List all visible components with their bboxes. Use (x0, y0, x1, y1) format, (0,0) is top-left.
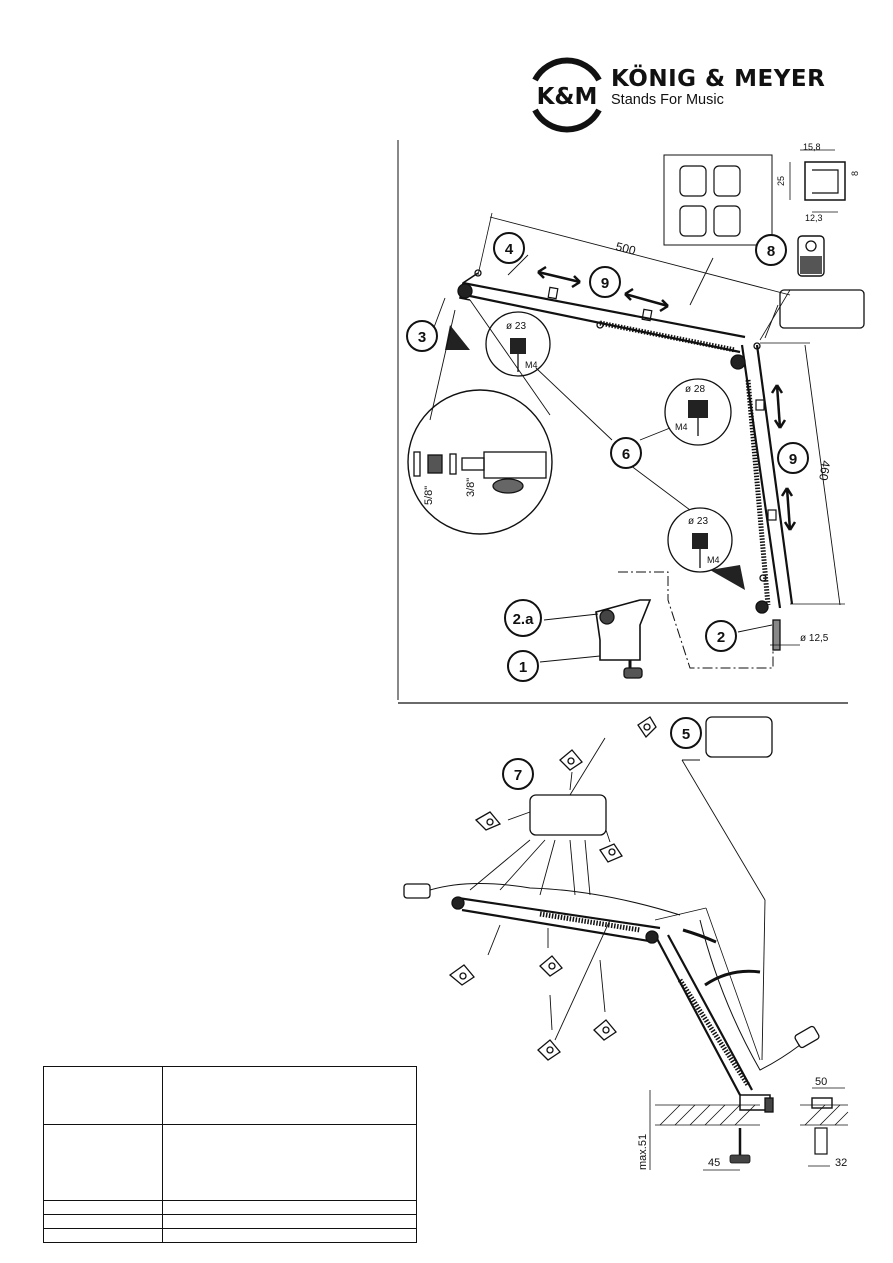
svg-text:2.a: 2.a (513, 611, 535, 628)
table-top: max.51 45 (637, 1090, 760, 1171)
dim-clip-d: 8 (850, 171, 860, 176)
swivel-arrows (682, 928, 761, 987)
brand-tagline: Stands For Music (611, 92, 724, 108)
dim-clamp-depth: 45 (708, 1157, 720, 1169)
svg-text:1: 1 (519, 659, 527, 676)
callout-3: 3 (406, 320, 438, 352)
callout-1: 1 (507, 650, 539, 682)
table-cell (162, 1124, 417, 1201)
km-monogram-icon: K&M (532, 57, 602, 133)
table-row (43, 1066, 417, 1125)
table-row (43, 1200, 417, 1215)
callout-2a: 2.a (504, 599, 542, 637)
callout-5: 5 (670, 717, 702, 749)
dim-clamp-max: max.51 (637, 1134, 649, 1170)
dim-clip-w: 15,8 (803, 142, 821, 152)
table-cell (43, 1200, 163, 1215)
svg-text:6: 6 (622, 446, 630, 463)
svg-text:4: 4 (505, 241, 514, 258)
callout-9a: 9 (589, 266, 621, 298)
dim-knob1-thread: M4 (525, 360, 538, 370)
knob-detail-2: ø 28 M4 (664, 378, 732, 446)
table-row (43, 1228, 417, 1243)
spec-table (43, 1066, 417, 1243)
knob-detail-1: ø 23 M4 (485, 311, 551, 377)
logo-monogram: K&M (537, 84, 598, 110)
clip-profile (804, 161, 846, 201)
dim-pin-dia: ø 12,5 (800, 633, 829, 644)
svg-text:9: 9 (789, 451, 797, 468)
adjust-arrows (537, 265, 797, 531)
dim-line-500 (489, 216, 791, 296)
svg-text:7: 7 (514, 767, 522, 784)
table-cell (43, 1214, 163, 1229)
mounted-arm (403, 882, 820, 1113)
table-cell (162, 1066, 417, 1125)
callout-4: 4 (493, 232, 525, 264)
dim-knob2-thread: M4 (675, 422, 688, 432)
dim-thread-a: 5/8" (423, 486, 435, 505)
thread-detail: 5/8" 3/8" (407, 299, 553, 535)
callout-2: 2 (705, 620, 737, 652)
clamp-section: 50 32 (800, 1076, 849, 1169)
svg-text:8: 8 (767, 243, 775, 260)
brand-logo: K&M (527, 50, 847, 140)
callout-6: 6 (610, 437, 642, 469)
svg-text:3: 3 (418, 329, 426, 346)
clip-detail-box (663, 154, 773, 246)
table-cell (162, 1214, 417, 1229)
knob-detail-3: ø 23 M4 (667, 507, 733, 573)
mount-leaders (469, 737, 766, 1061)
lower-arm (730, 342, 794, 614)
upper-arm (457, 269, 746, 354)
table-row (43, 1124, 417, 1201)
table-cell (43, 1066, 163, 1125)
dim-clip-h: 25 (776, 176, 786, 186)
table-cell (162, 1200, 417, 1215)
brand-name: KÖNIG & MEYER (611, 66, 826, 92)
dim-line-460 (804, 344, 841, 606)
dim-arm-length: 500 (614, 239, 637, 258)
note-box-5 (705, 716, 773, 758)
dim-knob3-dia: ø 23 (688, 516, 708, 527)
table-cell (162, 1228, 417, 1243)
dim-knob3-thread: M4 (707, 555, 720, 565)
mount-adapters (448, 716, 657, 1061)
svg-text:2: 2 (717, 629, 725, 646)
dim-thread-b: 3/8" (465, 478, 477, 497)
callout-8: 8 (755, 234, 787, 266)
dim-knob1-dia: ø 23 (506, 321, 526, 332)
table-clamp: ø 12,5 (595, 571, 829, 679)
svg-text:9: 9 (601, 275, 609, 292)
table-cell (43, 1228, 163, 1243)
table-row (43, 1214, 417, 1229)
clip-part-icon (797, 235, 825, 277)
dim-clamp-w: 50 (815, 1076, 827, 1088)
table-cell (43, 1124, 163, 1201)
callout-9b: 9 (777, 442, 809, 474)
dim-knob2-dia: ø 28 (685, 384, 705, 395)
dim-clip-inner: 12,3 (805, 213, 823, 223)
note-box-7 (529, 794, 607, 836)
cable-clips (679, 165, 741, 237)
dim-clamp-x: 32 (835, 1157, 847, 1169)
dim-arm2-length: 460 (816, 460, 833, 482)
callout-7: 7 (502, 758, 534, 790)
svg-text:5: 5 (682, 726, 690, 743)
note-box (779, 289, 865, 329)
